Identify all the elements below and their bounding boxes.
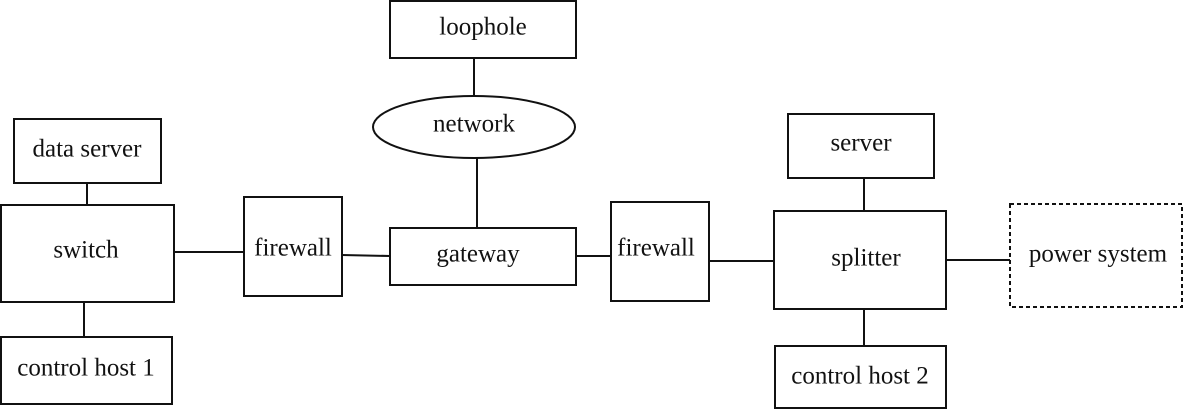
node-splitter: splitter — [773, 210, 947, 310]
node-control-host-1-label: control host 1 — [17, 355, 155, 382]
node-server-label: server — [830, 130, 892, 157]
node-data-server-label: data server — [33, 136, 143, 163]
edges — [83, 58, 1010, 346]
node-firewall-left: firewall — [243, 196, 343, 297]
node-loophole: loophole — [389, 0, 577, 59]
node-network-label: network — [433, 111, 515, 138]
node-control-host-1: control host 1 — [0, 336, 173, 405]
node-server: server — [787, 113, 935, 179]
edge-firewall-left-gateway — [341, 254, 391, 257]
node-power-system: power system — [1009, 203, 1183, 308]
node-loophole-label: loophole — [439, 14, 527, 41]
node-gateway: gateway — [389, 227, 577, 286]
node-switch: switch — [0, 204, 175, 303]
node-control-host-2-label: control host 2 — [791, 363, 929, 390]
node-gateway-label: gateway — [436, 241, 520, 268]
node-switch-label: switch — [53, 237, 119, 264]
node-data-server: data server — [13, 118, 162, 184]
node-firewall-right: firewall — [610, 201, 710, 302]
node-splitter-label: splitter — [831, 245, 901, 272]
node-network: network — [372, 95, 576, 159]
node-control-host-2: control host 2 — [774, 345, 947, 409]
node-power-system-label: power system — [1029, 241, 1168, 268]
node-firewall-right-label: firewall — [617, 235, 695, 262]
node-firewall-left-label: firewall — [254, 235, 332, 262]
